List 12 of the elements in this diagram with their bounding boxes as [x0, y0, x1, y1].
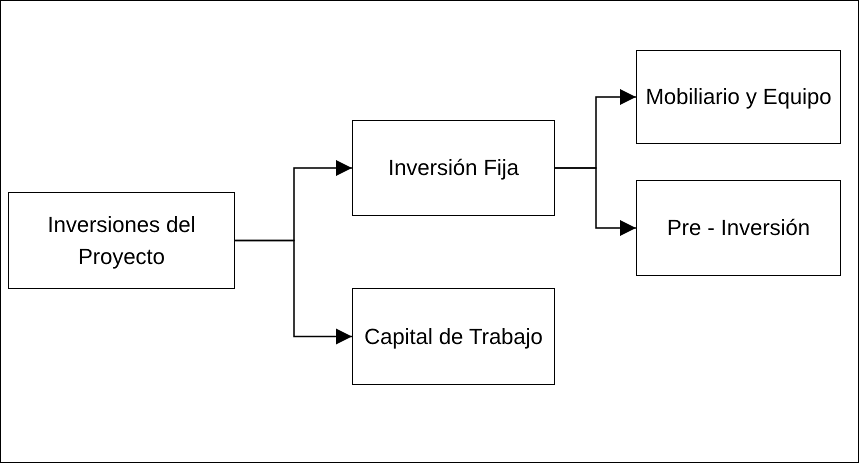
box-label: Inversiones del Proyecto: [46, 210, 196, 271]
connector-arrow: [555, 167, 636, 236]
process-box: [636, 50, 841, 144]
process-box: [636, 180, 841, 276]
box-label: Inversión Fija: [388, 154, 519, 182]
connector-arrow: [235, 240, 352, 344]
process-box: [8, 192, 235, 289]
process-box: [352, 288, 555, 385]
box-label: Pre - Inversión: [666, 214, 810, 242]
box-label: Capital de Trabajo: [364, 322, 543, 351]
process-box: [352, 120, 555, 216]
box-label: Mobiliario y Equipo: [646, 83, 832, 112]
